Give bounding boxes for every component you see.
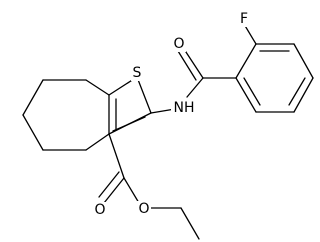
bond (180, 207, 200, 240)
bond (112, 116, 146, 132)
bond (108, 133, 125, 179)
label-backdrop (93, 202, 107, 218)
thiophene-sulfur-label: S (133, 65, 142, 81)
bond (103, 177, 125, 204)
fluorine-atom-label: F (240, 11, 248, 27)
label-backdrop (237, 11, 250, 27)
bond (22, 114, 44, 151)
bond (177, 50, 197, 81)
fluorophenyl-ring (235, 23, 314, 113)
amide-carbonyl-oxygen-label: O (173, 36, 184, 52)
bond (243, 77, 261, 106)
bond (85, 133, 110, 151)
amide-nitrogen-label: NH (174, 100, 195, 116)
bond (235, 43, 257, 79)
bond (85, 79, 110, 96)
bond (243, 23, 257, 45)
bond (288, 77, 306, 106)
bond (136, 76, 152, 114)
ethyl-ester-group (98, 133, 200, 240)
label-backdrop (172, 36, 186, 52)
label-backdrop (131, 65, 144, 81)
bond (186, 77, 204, 98)
cyclohexene-ring (22, 79, 110, 151)
bond (293, 43, 314, 79)
bond (98, 171, 120, 198)
ester-ether-oxygen-label: O (138, 201, 149, 217)
label-backdrop (171, 100, 197, 116)
bond (293, 77, 314, 113)
thiophene-ring (108, 76, 152, 135)
ester-carbonyl-oxygen-label: O (94, 202, 105, 218)
bond (22, 79, 44, 116)
atom-labels: F O NH S O O (93, 11, 250, 218)
bond (235, 77, 257, 113)
label-backdrop (137, 201, 151, 217)
